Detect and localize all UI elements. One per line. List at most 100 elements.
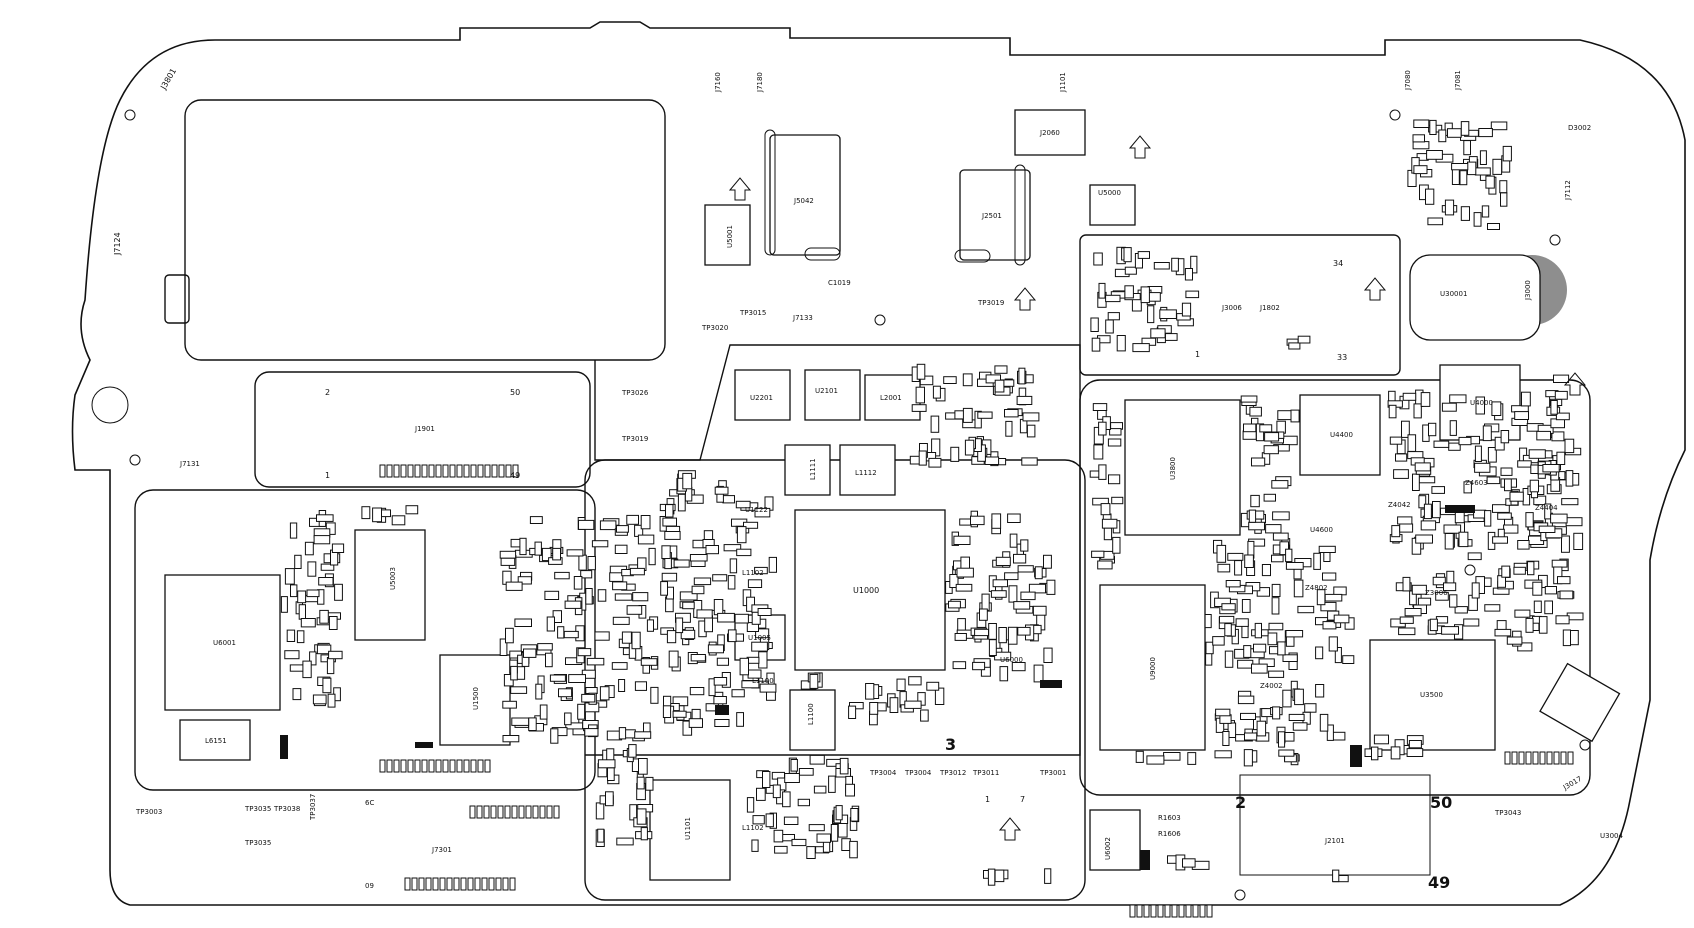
label-tp3020: TP3020 — [701, 324, 728, 332]
smd-part — [1109, 428, 1122, 436]
mounting-hole — [1579, 739, 1591, 751]
smd-part — [1411, 584, 1427, 595]
smd-part — [1475, 396, 1485, 415]
smd-part — [1565, 470, 1574, 487]
smd-part — [1140, 286, 1150, 304]
smd-part — [1105, 319, 1114, 334]
smd-part — [1435, 591, 1449, 601]
label-tp3015: TP3015 — [739, 309, 766, 317]
smd-part — [782, 791, 791, 808]
smd-part — [1237, 695, 1255, 705]
smd-part — [1471, 582, 1480, 599]
smd-part — [1212, 636, 1225, 646]
smd-part — [645, 776, 654, 791]
smd-part — [1425, 188, 1435, 205]
smd-part — [1256, 587, 1270, 597]
shield-frame-right-main — [1079, 379, 1591, 796]
smd-part — [1402, 576, 1411, 592]
chip-l1100 — [789, 689, 836, 751]
connector-pin — [400, 464, 407, 478]
smd-part — [845, 783, 855, 797]
smd-part — [557, 626, 565, 639]
smd-part — [850, 808, 859, 822]
chip-l1112 — [839, 444, 896, 496]
connector-pin — [518, 805, 525, 819]
smd-part — [1264, 432, 1280, 442]
smd-part — [563, 630, 579, 639]
smd-part — [1486, 476, 1501, 485]
smd-part — [640, 827, 648, 841]
smd-part — [316, 644, 332, 655]
smd-part — [1322, 621, 1337, 630]
connector-pin — [456, 759, 463, 773]
smd-part — [1415, 534, 1433, 544]
chip-u2201 — [734, 369, 791, 421]
smd-part — [1150, 328, 1166, 339]
smd-part — [1011, 662, 1026, 672]
connector-pin — [407, 464, 414, 478]
smd-part — [889, 697, 899, 714]
smd-part — [1009, 533, 1018, 548]
smd-part — [1304, 703, 1317, 713]
smd-part — [1397, 516, 1413, 525]
connector-pin — [490, 805, 497, 819]
chip-u1500 — [439, 654, 511, 746]
smd-part — [1536, 430, 1552, 441]
smd-part — [300, 618, 316, 628]
smd-part — [1521, 391, 1531, 407]
smd-part — [952, 661, 967, 670]
label-j1101: J1101 — [1059, 72, 1067, 93]
smd-part — [1481, 205, 1490, 218]
smd-part — [1044, 868, 1052, 884]
smd-part — [391, 515, 406, 526]
connector-pin — [428, 464, 435, 478]
label-u1500: U1500 — [472, 687, 480, 710]
smd-part — [692, 539, 705, 549]
connector-pin — [418, 877, 425, 891]
smd-part — [956, 567, 974, 578]
smd-part — [1243, 423, 1257, 433]
connector-pin — [1553, 751, 1560, 765]
smd-part — [919, 375, 934, 386]
smd-part — [1324, 593, 1343, 602]
smd-part — [564, 712, 572, 726]
label-tp3012: TP3012 — [939, 769, 966, 777]
label-u4400: U4400 — [1330, 431, 1353, 439]
arrow-up-icon — [1563, 372, 1587, 396]
label-j1802: J1802 — [1259, 304, 1280, 312]
black-pad — [280, 735, 288, 759]
smd-part — [1021, 457, 1038, 466]
smd-part — [849, 840, 858, 859]
smd-part — [1517, 642, 1533, 652]
smd-part — [1420, 520, 1437, 531]
smd-part — [1185, 290, 1200, 299]
smd-part — [668, 650, 679, 668]
smd-part — [537, 643, 553, 651]
mounting-hole — [91, 386, 129, 424]
smd-part — [586, 657, 605, 666]
smd-part — [1227, 552, 1244, 561]
smd-part — [614, 544, 628, 555]
smd-part — [1315, 684, 1325, 698]
smd-part — [1573, 532, 1584, 550]
smd-part — [1271, 480, 1289, 489]
smd-part — [1182, 858, 1196, 868]
smd-part — [756, 787, 766, 801]
smd-part — [568, 674, 587, 683]
smd-part — [607, 767, 615, 782]
smd-part — [1221, 603, 1236, 611]
smd-part — [541, 547, 552, 562]
smd-part — [1248, 521, 1265, 531]
smd-part — [328, 650, 343, 660]
label-u6001: U6001 — [213, 639, 236, 647]
smd-part — [930, 415, 940, 433]
smd-part — [1259, 424, 1273, 433]
connector-pin — [442, 759, 449, 773]
connector-pin — [1150, 904, 1157, 918]
smd-part — [626, 605, 643, 615]
smd-part — [1243, 749, 1253, 767]
smd-part — [640, 515, 651, 530]
smd-part — [1112, 536, 1121, 554]
connector-pin — [1171, 904, 1178, 918]
